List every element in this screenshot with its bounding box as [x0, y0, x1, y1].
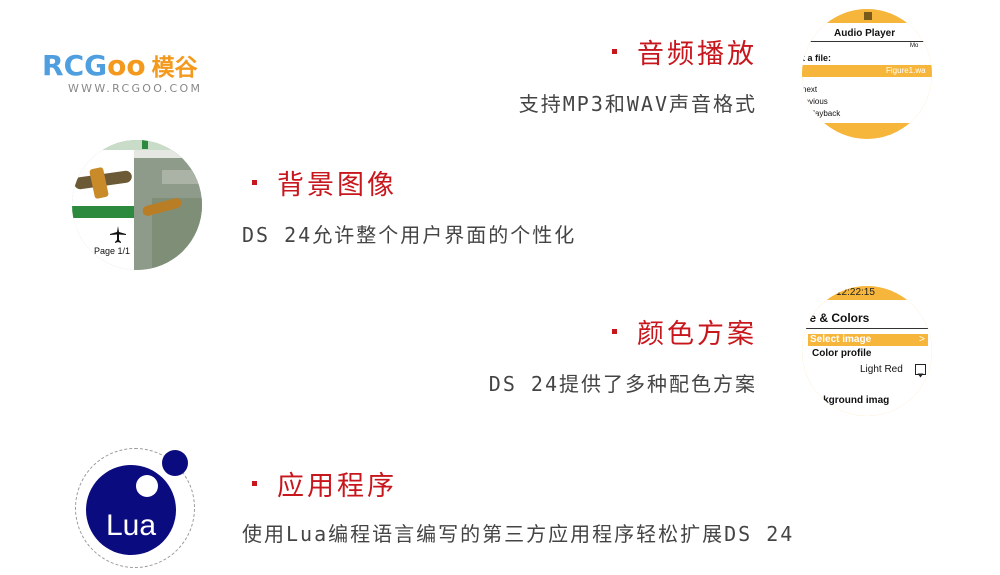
lua-logo: Lua: [86, 465, 176, 555]
menu-item-next[interactable]: next: [802, 85, 818, 94]
clock-text: 12:22:15: [836, 287, 875, 298]
bullet-icon: [252, 481, 257, 486]
feature-desc-colors: DS 24提供了多种配色方案: [488, 372, 757, 396]
status-icon: [864, 12, 872, 20]
mountain: [162, 170, 202, 184]
bullet-icon: [612, 49, 617, 54]
lua-moon-hole: [136, 475, 158, 497]
menu-item-playback[interactable]: e playback: [802, 109, 841, 118]
logo-chinese-name: 模谷: [151, 55, 198, 81]
feature-title-apps-text: 应用程序: [277, 471, 397, 502]
audio-player-screenshot: Audio Player Mo t a file: Figure1.wa nex…: [802, 9, 932, 139]
color-profile-value[interactable]: Light Red: [860, 364, 903, 375]
background-image-screenshot: Page 1/1: [72, 140, 202, 270]
lua-label: Lua: [105, 509, 157, 542]
dropdown-icon[interactable]: [915, 364, 926, 378]
feature-title-background-text: 背景图像: [277, 170, 397, 201]
airplane-icon: [110, 226, 126, 244]
feature-title-background: 背景图像: [252, 163, 397, 202]
audio-screen-small-label: Mo: [910, 43, 919, 49]
screen-heading: ge & Colors: [802, 311, 870, 325]
white-row: [72, 220, 134, 230]
rcgoo-logo: R C G o o 模谷 WWW.RCGOO.COM: [42, 48, 252, 100]
divider: [802, 328, 932, 329]
feature-title-audio-text: 音频播放: [637, 39, 757, 70]
feature-desc-audio: 支持MP3和WAV声音格式: [518, 92, 757, 116]
selected-menu-row[interactable]: Select image >: [808, 334, 928, 346]
colors-screen-panel: [802, 300, 932, 416]
selected-menu-label: Select image: [810, 334, 872, 345]
feature-title-colors: 颜色方案: [612, 312, 757, 351]
page-indicator: Page 1/1: [94, 246, 131, 256]
feature-desc-background: DS 24允许整个用户界面的个性化: [242, 223, 577, 247]
feature-desc-apps: 使用Lua编程语言编写的第三方应用程序轻松扩展DS 24: [242, 522, 795, 546]
topbar: [134, 150, 202, 158]
bullet-icon: [612, 329, 617, 334]
bullet-icon: [252, 180, 257, 185]
logo-letter-o1: o: [107, 49, 127, 82]
feature-title-audio: 音频播放: [612, 32, 757, 71]
lua-orbit: [75, 448, 195, 568]
logo-letter-r: R: [42, 49, 64, 82]
chevron-right-icon: >: [919, 334, 925, 345]
select-file-label: t a file:: [802, 53, 832, 63]
audio-screen-title: Audio Player: [834, 28, 896, 39]
logo-wordmark: R C G o o 模谷: [42, 48, 198, 82]
color-profile-label: Color profile: [812, 348, 872, 359]
status-icon: [142, 140, 148, 149]
logo-letter-c: C: [63, 49, 85, 82]
color-scheme-screenshot: 12:22:15 ge & Colors Select image > Colo…: [802, 286, 932, 416]
menu-item-previous[interactable]: revious: [802, 97, 828, 106]
divider: [802, 41, 932, 42]
feature-title-apps: 应用程序: [252, 464, 397, 503]
selected-file-name: Figure1.wa: [886, 66, 926, 75]
feature-title-colors-text: 颜色方案: [637, 319, 757, 350]
green-bar: [72, 206, 134, 218]
lua-moon: [162, 450, 188, 476]
logo-url: WWW.RCGOO.COM: [68, 82, 203, 95]
logo-letter-g: G: [84, 49, 108, 82]
background-image-label: ackground imag: [812, 395, 890, 406]
selected-file-row[interactable]: Figure1.wa: [802, 65, 932, 77]
logo-letter-o2: o: [126, 49, 146, 82]
